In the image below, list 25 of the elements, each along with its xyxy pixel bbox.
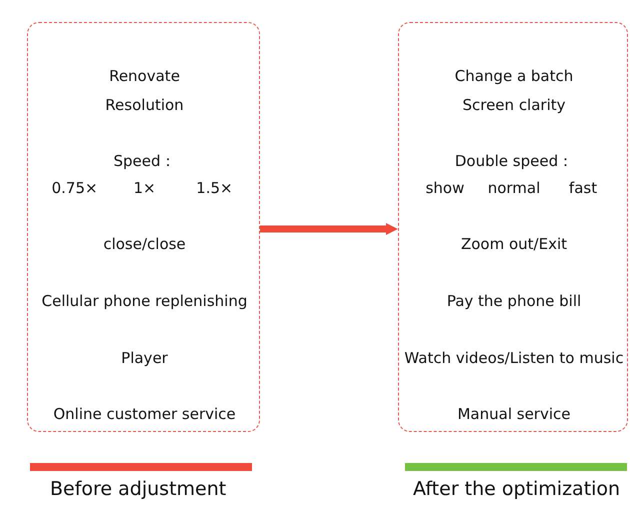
menu-item: Manual service — [458, 405, 570, 423]
option-text: 1.5× — [196, 179, 233, 197]
panel-label: Before adjustment — [50, 478, 226, 500]
option-text: 0.75× — [52, 179, 98, 197]
option-text: show — [426, 179, 464, 197]
option-text: fast — [568, 179, 598, 197]
menu-item: Renovate — [109, 67, 180, 85]
menu-item: Online customer service — [53, 405, 236, 423]
menu-item: close/close — [103, 235, 186, 253]
menu-item: Cellular phone replenishing — [42, 292, 248, 310]
arrow — [260, 223, 398, 235]
menu-item: Watch videos/Listen to music — [404, 349, 624, 367]
menu-item: Change a batch — [454, 67, 574, 85]
menu-item: Resolution — [105, 96, 184, 114]
option-heading: Double speed： — [454, 152, 574, 170]
panel-label: After the optimization — [413, 478, 620, 500]
menu-item: Screen clarity — [462, 96, 566, 114]
option-heading: Speed： — [113, 152, 176, 170]
menu-item: Zoom out/Exit — [460, 235, 568, 253]
option-text: normal — [488, 179, 540, 197]
menu-item: Pay the phone bill — [446, 292, 582, 310]
option-text: 1× — [133, 179, 156, 197]
dashed-panel — [398, 22, 628, 432]
menu-item: Player — [121, 349, 168, 367]
dashed-panel — [27, 22, 260, 432]
